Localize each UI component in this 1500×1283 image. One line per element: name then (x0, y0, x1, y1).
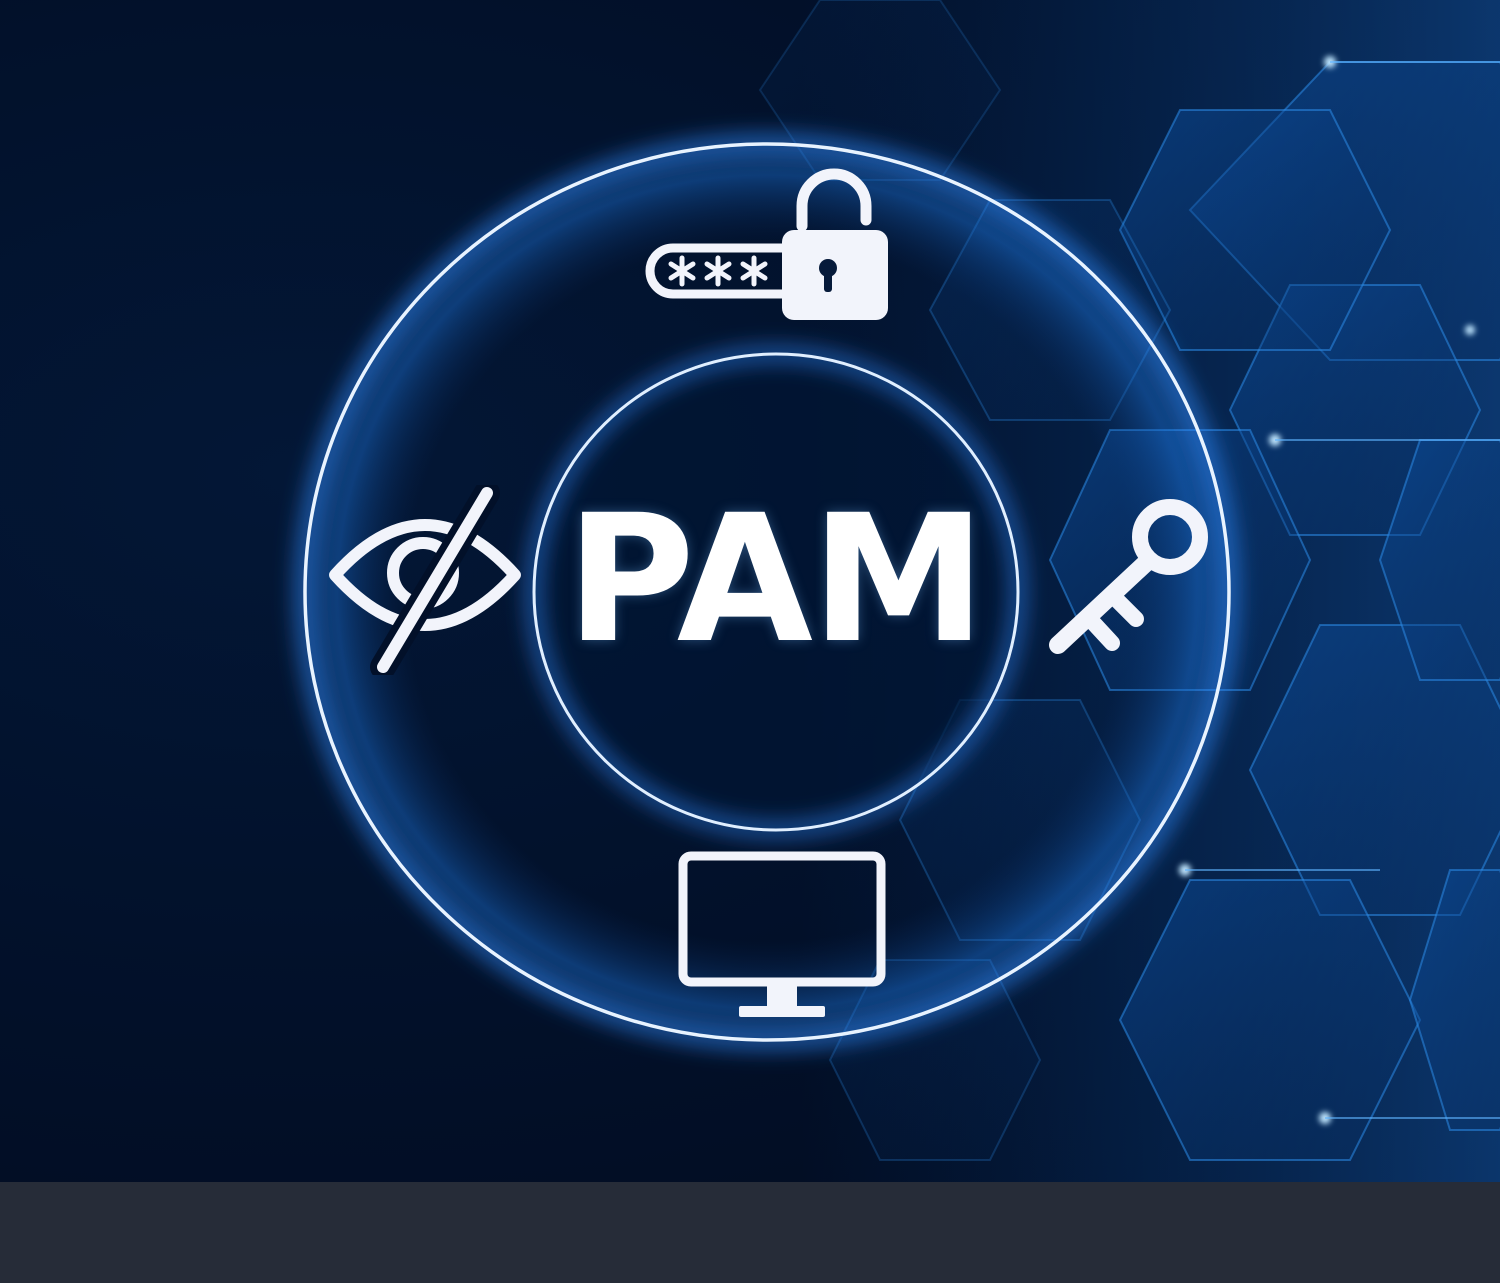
pam-illustration: PAM (0, 0, 1500, 1182)
monitor-icon (675, 850, 890, 1020)
footer-bar (0, 1182, 1500, 1283)
key-icon (1040, 495, 1215, 665)
concentric-rings (294, 133, 1240, 1051)
password-lock-icon (640, 168, 896, 328)
hidden-eye-icon (325, 485, 525, 675)
pam-title: PAM (565, 477, 986, 682)
